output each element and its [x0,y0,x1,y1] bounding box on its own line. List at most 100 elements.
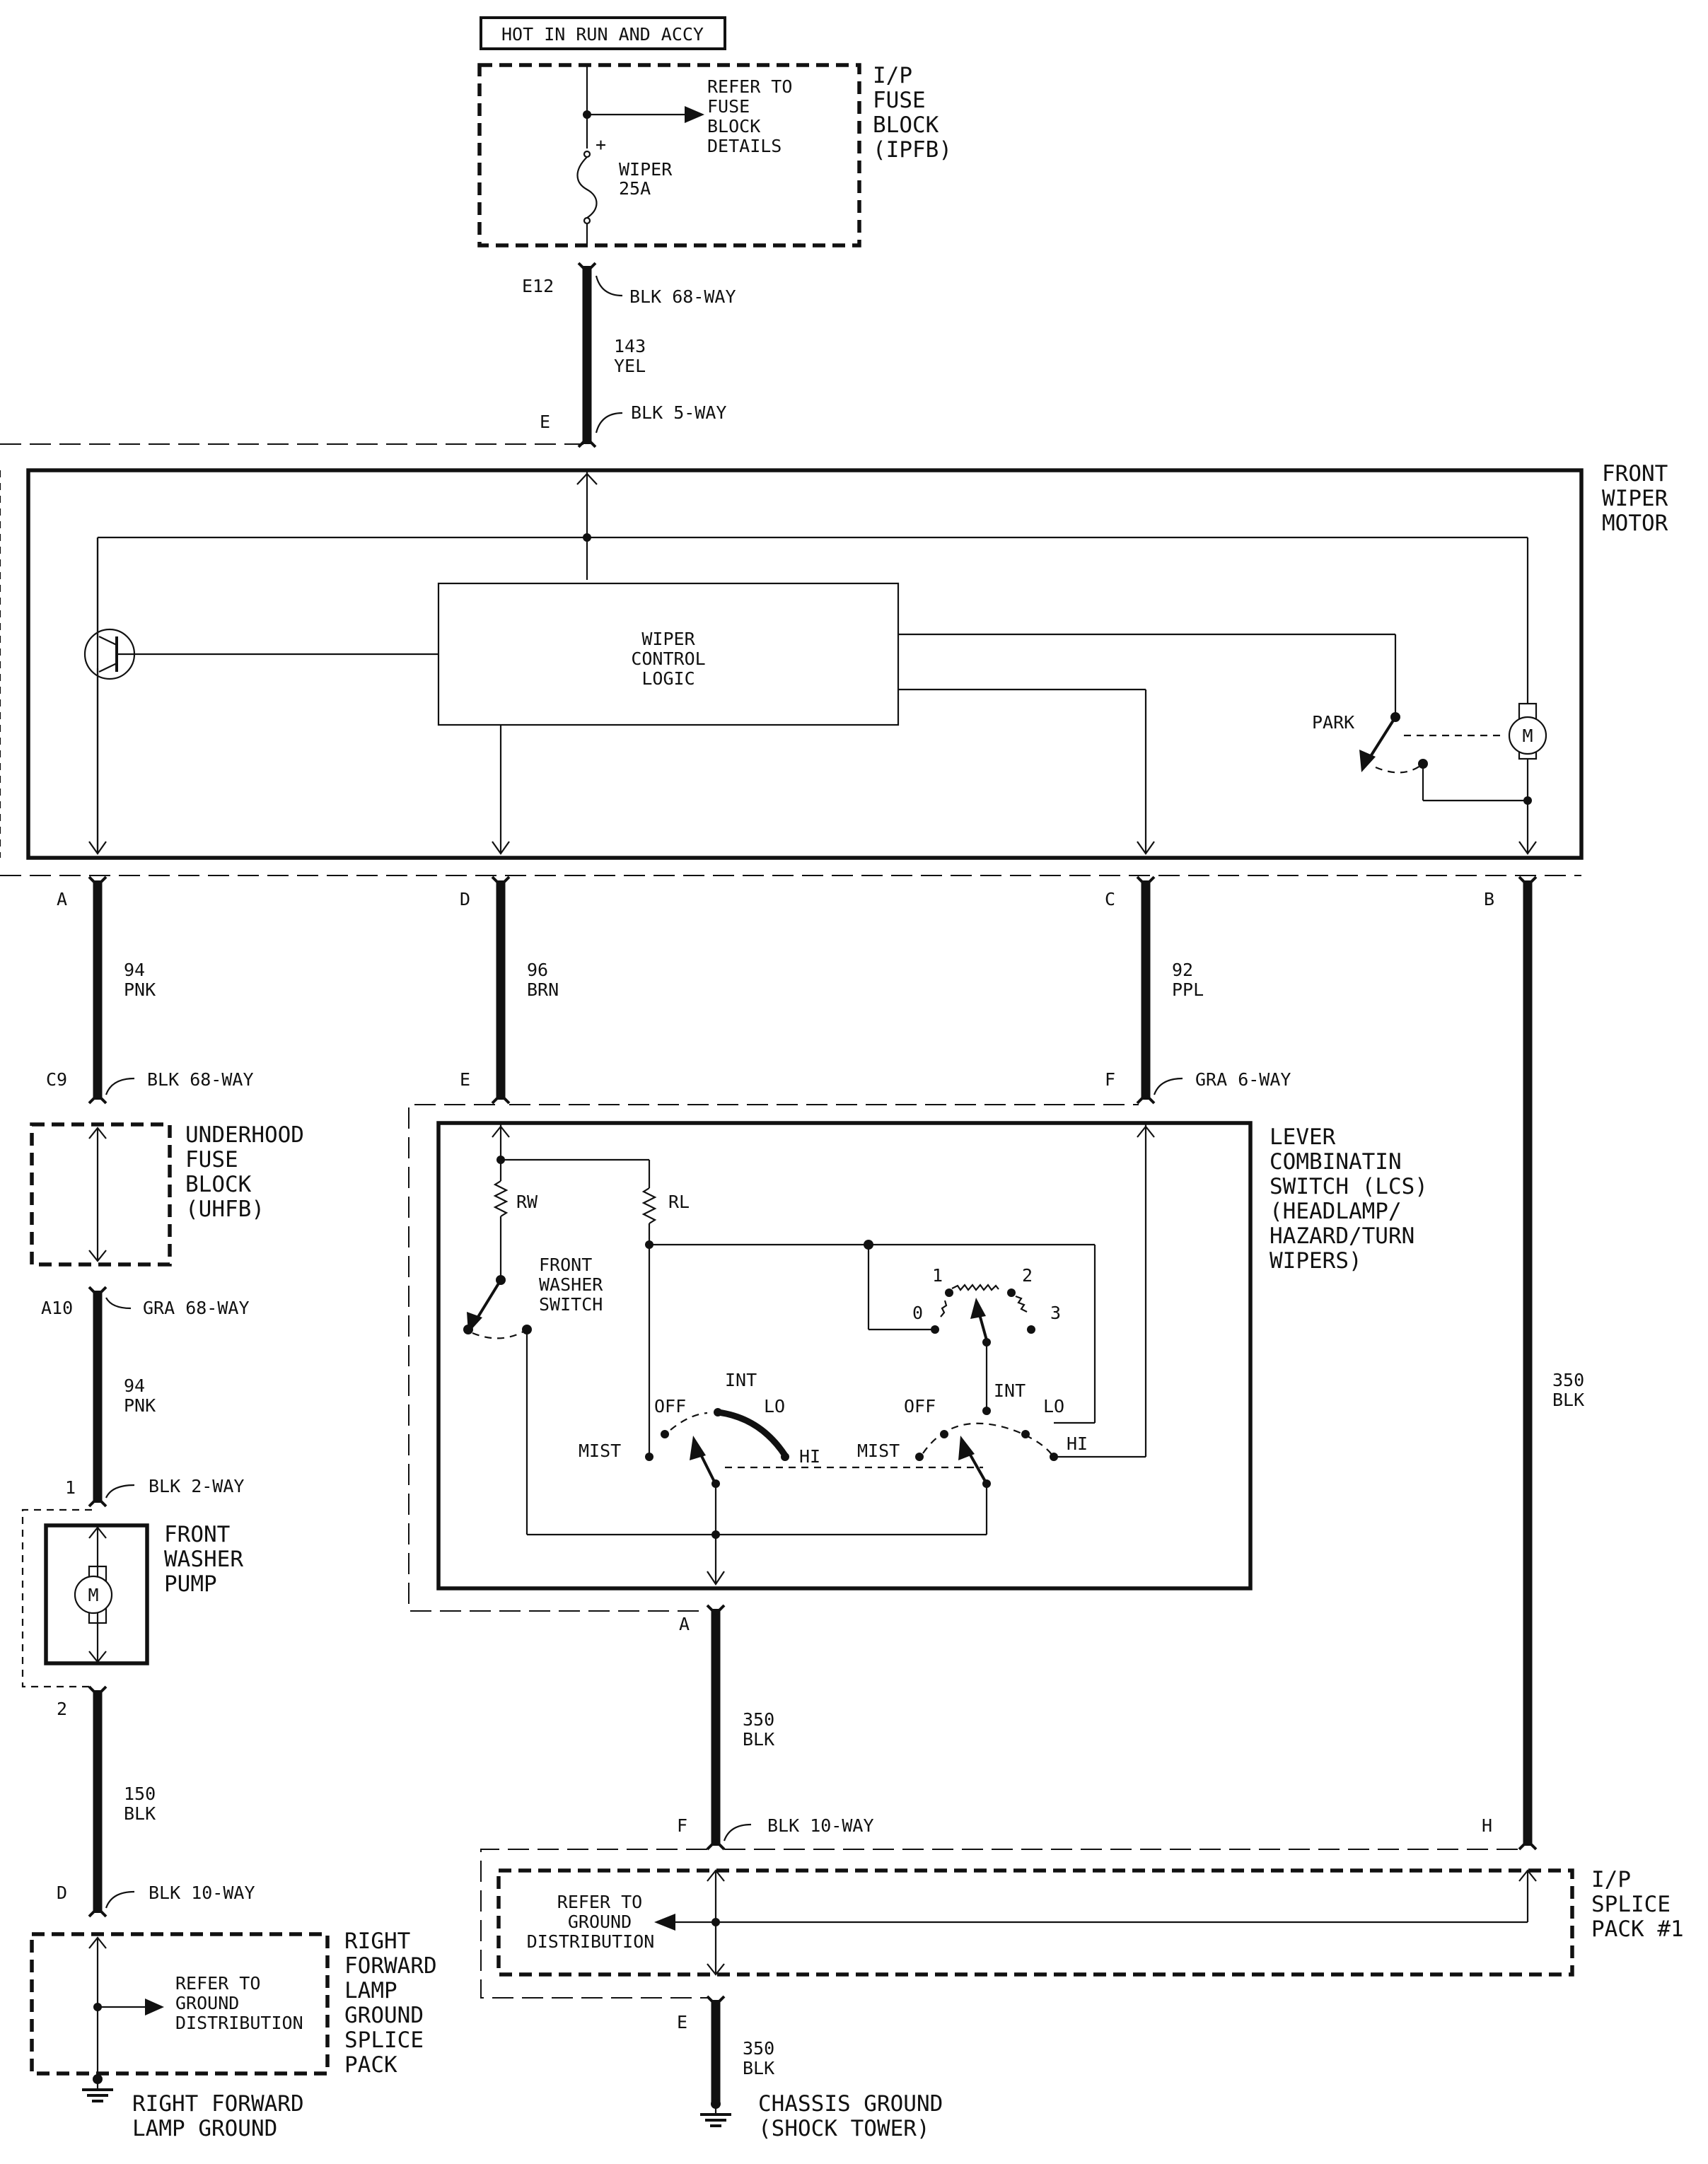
pump-pin-top: 1 [65,1477,76,1498]
feed-wire-143: E12 BLK 68-WAY 143 YEL E BLK 5-WAY [522,262,736,448]
rw-label: RW [516,1192,538,1212]
rf-name-6: PACK [344,2052,397,2078]
pot-label-1: 1 [932,1265,943,1286]
rf-name-1: RIGHT [344,1929,410,1954]
feed-circuit-number: 143 [614,336,646,356]
uhfb-conn-top: BLK 68-WAY [147,1069,254,1090]
lcs-pin-e: E [460,1069,470,1090]
ipfb-name-1: I/P [873,63,912,88]
rf-refer-2: GROUND [175,1993,239,2013]
lcs-name-2: COMBINATIN [1270,1149,1402,1175]
pump-ground-conn: BLK 10-WAY [149,1883,255,1903]
sw2-int: INT [994,1380,1026,1401]
ipfb-name-4: (IPFB) [873,137,952,163]
wire-c-color: PPL [1172,979,1204,1000]
motor-name-2: WIPER [1602,486,1668,511]
motor-pin-d: D [460,889,470,909]
wire-d-number: 96 [527,960,548,980]
pump-feed-color: PNK [124,1395,156,1416]
uhfb-conn-bottom: GRA 68-WAY [143,1298,250,1318]
wire-c-number: 92 [1172,960,1193,980]
chassis-ground-2: (SHOCK TOWER) [758,2116,930,2141]
wire-150-blk: 2 150 BLK D BLK 10-WAY [57,1685,255,1918]
washer-label-1: FRONT [539,1255,592,1275]
wiper-switch-1: MIST OFF INT LO HI [579,1370,820,1488]
motor-name-3: MOTOR [1602,511,1668,536]
pump-feed-number: 94 [124,1375,145,1396]
fuse-rating: 25A [619,178,651,199]
hot-in-run-label: HOT IN RUN AND ACCY [480,16,726,50]
ipfb-name-2: FUSE [873,88,926,113]
uhfb-pin-bottom: A10 [41,1298,73,1318]
splice-refer-arrow-icon [145,1999,164,2015]
ip-refer-3: DISTRIBUTION [527,1931,655,1952]
front-washer-pump: M FRONT WASHER PUMP [21,1508,243,1688]
splice-pin-h: H [1482,1815,1492,1836]
wire-a-number: 94 [124,960,145,980]
rf-ground-1: RIGHT FORWARD [132,2091,304,2117]
feed-pin-bottom: E [540,412,550,432]
feed-conn-top: BLK 68-WAY [629,286,736,307]
pump-motor-icon [74,1575,113,1615]
wire-96-brn-d: 96 BRN [491,876,559,1105]
washer-label-3: SWITCH [539,1294,603,1315]
rl-label: RL [668,1192,690,1212]
ip-splice-refer-arrow-icon [654,1914,675,1931]
lcs-name-4: (HEADLAMP/ [1270,1199,1402,1224]
lcs-pin-a: A [679,1614,690,1634]
wire-350-blk-b: 350 BLK [1518,876,1584,1851]
pot-label-0: 0 [912,1303,923,1323]
wire-94-pnk-pump: A10 GRA 68-WAY 94 PNK 1 BLK 2-WAY [41,1286,250,1508]
ip-refer-1: REFER TO [557,1892,642,1912]
rf-refer-1: REFER TO [175,1973,260,1994]
pump-ground-color: BLK [124,1803,156,1824]
ipfb-refer-3: BLOCK [707,116,760,136]
lcs-ground-color: BLK [743,1729,774,1750]
sw1-mist: MIST [579,1441,621,1461]
sw1-int: INT [725,1370,757,1390]
pot-label-2: 2 [1022,1265,1033,1286]
ip-splice-name-3: PACK #1 [1591,1916,1684,1942]
ipfb-name-3: BLOCK [873,112,939,138]
wiper-motor-icon: M [1508,702,1547,760]
splice-connector-boundary [480,1849,707,1999]
chassis-number: 350 [743,2038,774,2059]
wire-b-number: 350 [1552,1370,1584,1390]
motor-pin-c: C [1105,889,1115,909]
interval-selector: 1 2 0 3 [912,1265,1061,1346]
pump-pin-bottom: 2 [57,1699,67,1719]
sw1-hi: HI [799,1446,820,1467]
feed-pin-top: E12 [522,276,554,296]
lcs-ground-pin: F [677,1815,687,1836]
pump-symbol-letter: M [88,1585,98,1605]
right-forward-ground-icon [82,2074,113,2102]
hot-label-text: HOT IN RUN AND ACCY [501,24,704,45]
wire-a-color: PNK [124,979,156,1000]
fuse-terminal-top [583,150,591,158]
splice-pin-e: E [677,2012,687,2032]
rl-resistor-icon [641,1187,657,1224]
sw2-lo: LO [1043,1396,1064,1417]
rf-name-3: LAMP [344,1978,397,2003]
pump-ground-number: 150 [124,1784,156,1804]
lcs-name-3: SWITCH (LCS) [1270,1174,1428,1199]
pump-conn-top: BLK 2-WAY [149,1476,244,1496]
chassis-color: BLK [743,2058,774,2078]
wire-350-blk-lcs: 350 BLK F BLK 10-WAY H [677,1604,1492,1851]
sw2-off: OFF [904,1396,936,1417]
rf-ground-2: LAMP GROUND [132,2116,277,2141]
lcs-name-5: HAZARD/TURN [1270,1223,1414,1249]
park-switch: PARK [1312,712,1528,802]
rw-resistor-icon [493,1180,509,1217]
park-label: PARK [1312,712,1354,733]
right-forward-lamp-splice-pack: REFER TO GROUND DISTRIBUTION RIGHT FORWA… [30,1929,437,2079]
ip-splice-name-1: I/P [1591,1867,1631,1892]
sw1-lo: LO [764,1396,785,1417]
motor-name-1: FRONT [1602,461,1668,487]
lcs-pin-f: F [1105,1069,1115,1090]
fuse-terminal-bottom [583,216,591,225]
wire-d-color: BRN [527,979,559,1000]
lcs-conn: GRA 6-WAY [1195,1069,1291,1090]
ipfb-refer-4: DETAILS [707,136,782,156]
